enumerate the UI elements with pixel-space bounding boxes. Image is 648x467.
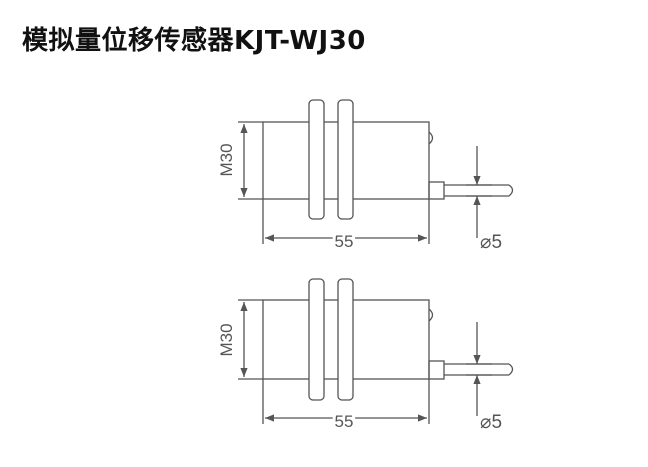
page-title: 模拟量位移传感器KJT-WJ30 [22,26,366,56]
thread-label: M30 [217,143,236,176]
indicator-led [428,308,434,322]
length-label: 55 [335,412,354,431]
cable-gland [428,181,445,200]
indicator-led [428,131,434,145]
length-label: 55 [335,232,354,251]
cable-diameter-label: ⌀5 [480,232,502,253]
cable-break [508,184,514,197]
nut-right [337,278,354,401]
sensor-view-bottom [238,278,514,424]
nut-left [308,99,325,220]
thread-label: M30 [217,323,236,356]
nut-right [337,99,354,220]
nut-left [308,278,325,401]
sensor-view-top [238,99,514,244]
cable-break [508,363,514,376]
cable-gland [428,360,445,380]
cable-diameter-label: ⌀5 [480,412,502,433]
